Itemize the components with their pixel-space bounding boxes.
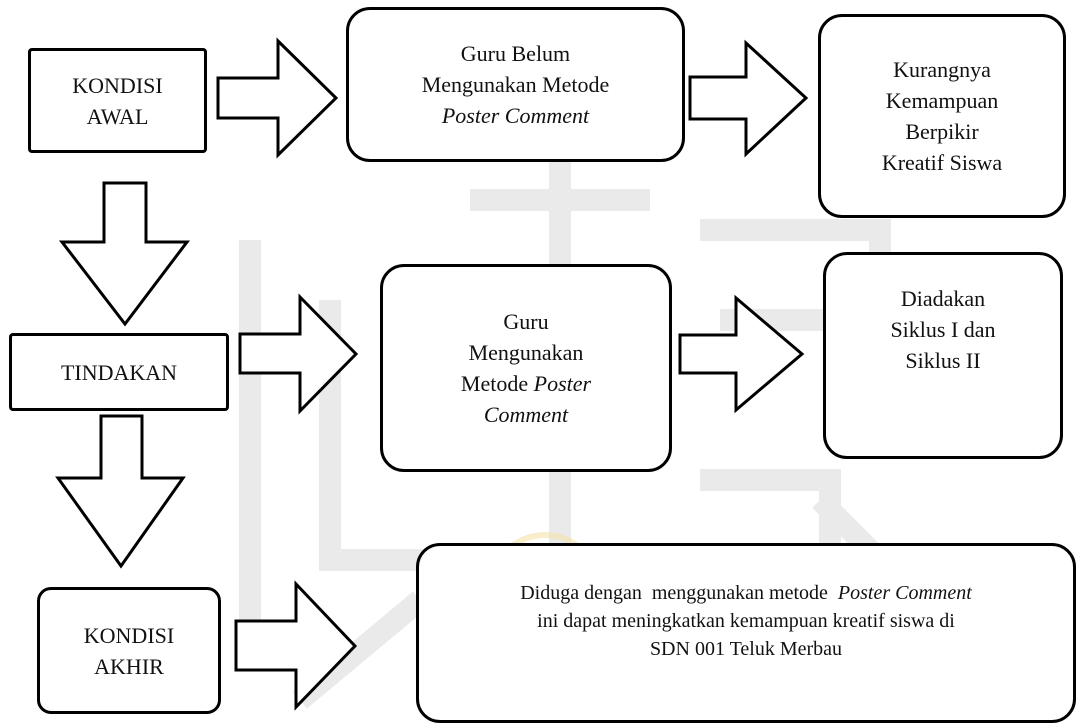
guru-belum-line1: Guru Belum bbox=[460, 41, 571, 66]
diduga-line1: Diduga dengan menggunakan metode Poster … bbox=[520, 579, 972, 607]
guru-mengunakan-line1: Guru bbox=[503, 309, 549, 334]
guru-belum-line3: Poster Comment bbox=[441, 103, 590, 128]
guru-mengunakan-line3-plain: Metode bbox=[460, 371, 534, 396]
kondisi-akhir-box: KONDISI AKHIR bbox=[37, 587, 221, 714]
arrow-down-1 bbox=[58, 181, 191, 327]
kondisi-awal-line1: KONDISI bbox=[72, 72, 163, 98]
diduga-line1-italic: Poster Comment bbox=[837, 582, 972, 604]
diadakan-box: Diadakan Siklus I dan Siklus II bbox=[823, 252, 1063, 459]
arrow-down-2 bbox=[55, 414, 186, 569]
guru-mengunakan-box: Guru Mengunakan Metode Poster Comment bbox=[380, 264, 672, 472]
guru-mengunakan-line3: Metode Poster bbox=[461, 368, 591, 399]
kondisi-awal-box: KONDISI AWAL bbox=[28, 48, 207, 153]
guru-belum-box: Guru Belum Mengunakan Metode Poster Comm… bbox=[346, 7, 685, 162]
guru-mengunakan-line3-italic: Poster bbox=[533, 371, 592, 396]
guru-mengunakan-line2: Mengunakan bbox=[468, 340, 584, 365]
arrow-right-1 bbox=[216, 37, 339, 159]
kondisi-akhir-line1: KONDISI bbox=[83, 622, 175, 648]
diduga-line2: ini dapat meningkatkan kemampuan kreatif… bbox=[537, 610, 955, 632]
diadakan-line1: Diadakan bbox=[900, 286, 986, 311]
kondisi-akhir-line2: AKHIR bbox=[94, 653, 164, 679]
kurangnya-line1: Kurangnya bbox=[893, 57, 991, 82]
kurangnya-line3: Berpikir bbox=[905, 119, 979, 144]
diadakan-line2: Siklus I dan bbox=[890, 317, 996, 342]
kurangnya-line2: Kemampuan bbox=[885, 88, 999, 113]
arrow-right-5 bbox=[234, 580, 358, 711]
arrow-right-3 bbox=[238, 293, 359, 415]
tindakan-box: TINDAKAN bbox=[9, 333, 229, 411]
kurangnya-box: Kurangnya Kemampuan Berpikir Kreatif Sis… bbox=[818, 14, 1066, 218]
guru-mengunakan-line4: Comment bbox=[483, 402, 569, 427]
diduga-line3: SDN 001 Teluk Merbau bbox=[649, 638, 843, 660]
diadakan-line3: Siklus II bbox=[905, 348, 981, 373]
guru-belum-line2: Mengunakan Metode bbox=[421, 72, 610, 97]
tindakan-line1: TINDAKAN bbox=[60, 359, 178, 385]
kurangnya-line4: Kreatif Siswa bbox=[881, 150, 1003, 175]
diduga-line1-plain: Diduga dengan menggunakan metode bbox=[520, 582, 838, 604]
diduga-box: Diduga dengan menggunakan metode Poster … bbox=[416, 543, 1076, 723]
kondisi-awal-line2: AWAL bbox=[86, 103, 149, 129]
arrow-right-2 bbox=[688, 39, 809, 158]
arrow-right-4 bbox=[678, 294, 805, 414]
